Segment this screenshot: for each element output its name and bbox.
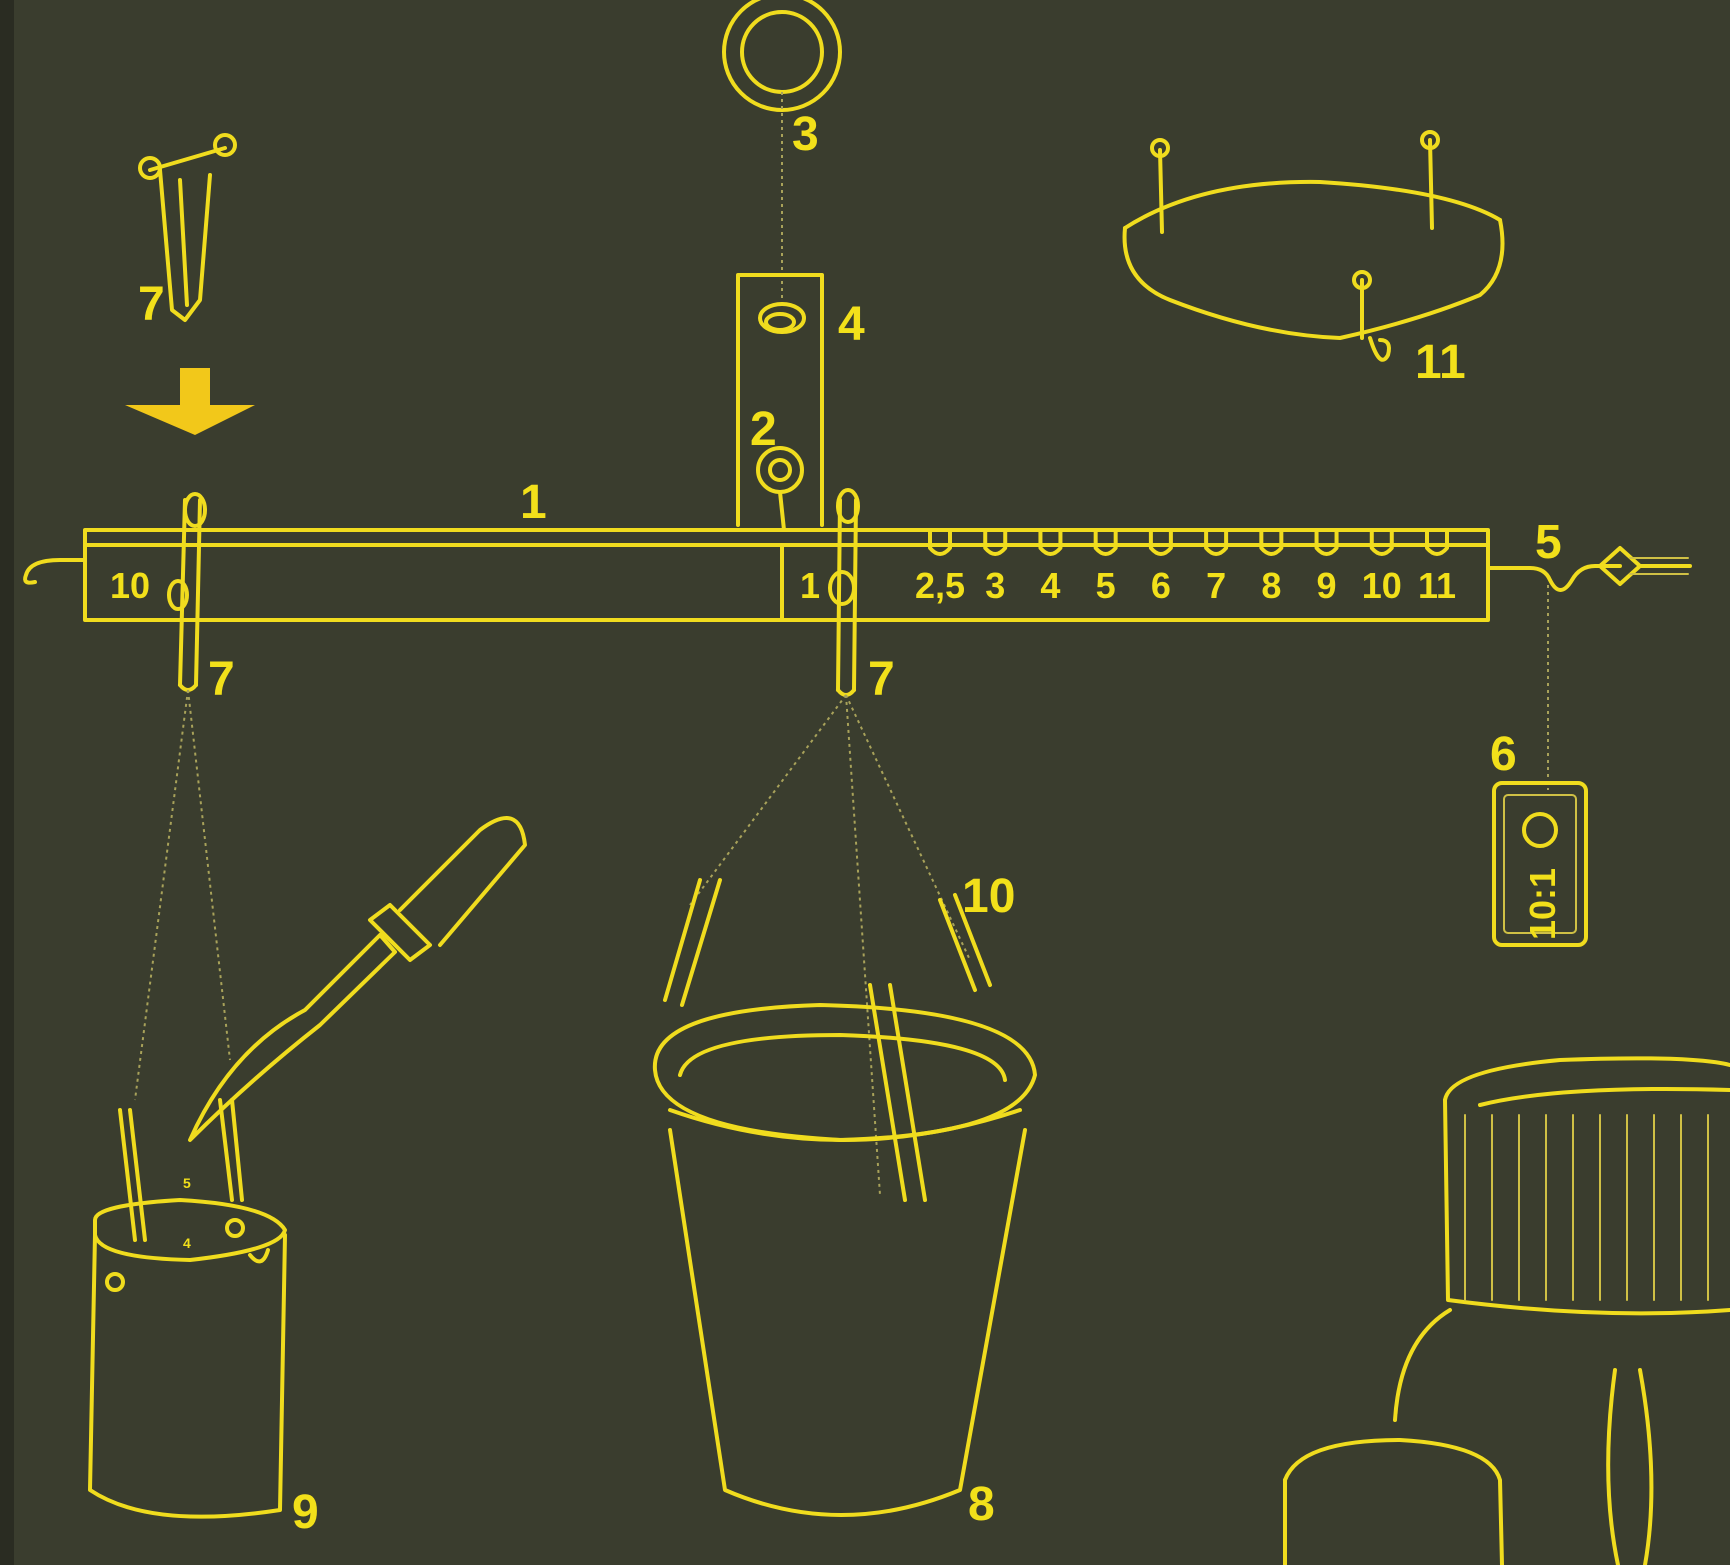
label-clip-right-upper: 10 bbox=[962, 870, 1015, 923]
beam-scale-label: 10 bbox=[1362, 565, 1402, 606]
label-end-hook: 5 bbox=[1535, 516, 1562, 569]
label-clip-left: 7 bbox=[208, 653, 235, 706]
beam-scale-label: 8 bbox=[1261, 565, 1281, 606]
beam-scale-label: 5 bbox=[1096, 565, 1116, 606]
beam-scale-label: 2,5 bbox=[915, 565, 965, 606]
beam-left-mark: 10 bbox=[110, 565, 150, 606]
label-pivot-hook: 2 bbox=[750, 403, 777, 456]
beam-center-mark: 1 bbox=[800, 565, 820, 606]
beam-scale-label: 6 bbox=[1151, 565, 1171, 606]
cup-mark-4: 4 bbox=[183, 1235, 191, 1251]
label-bracket: 4 bbox=[838, 298, 865, 351]
beam-scale-label: 11 bbox=[1418, 565, 1456, 606]
label-clip-center: 7 bbox=[868, 653, 895, 706]
page-spine-shadow bbox=[0, 0, 14, 1565]
label-top-ring: 3 bbox=[792, 108, 819, 161]
label-clip-top: 7 bbox=[138, 278, 165, 331]
label-counterweight: 6 bbox=[1490, 728, 1517, 781]
label-center-cup: 8 bbox=[968, 1478, 995, 1531]
label-left-cup: 9 bbox=[292, 1486, 319, 1539]
counterweight-ratio: 10:1 bbox=[1522, 868, 1563, 940]
label-beam: 1 bbox=[520, 476, 547, 529]
cup-mark-5: 5 bbox=[183, 1175, 191, 1191]
beam-scale-label: 4 bbox=[1040, 565, 1060, 606]
beam-scale-label: 7 bbox=[1206, 565, 1226, 606]
beam-scale-label: 9 bbox=[1317, 565, 1337, 606]
beam-scale-label: 3 bbox=[985, 565, 1005, 606]
label-pan: 11 bbox=[1415, 336, 1466, 389]
